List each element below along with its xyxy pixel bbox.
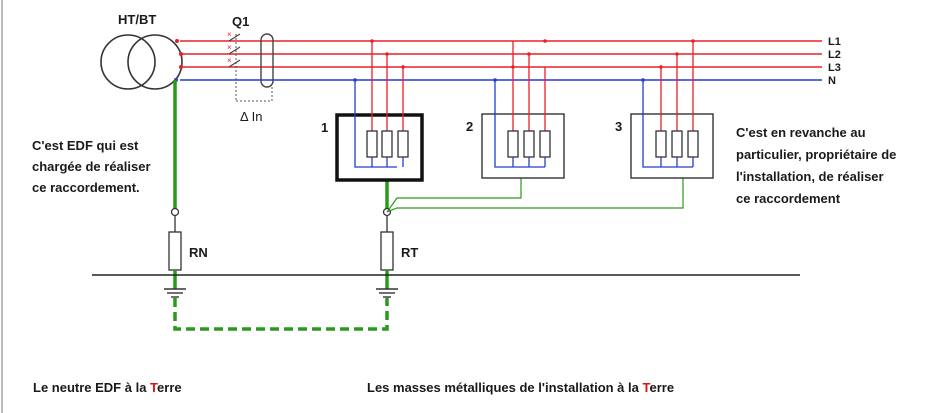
installation-earthing <box>376 178 684 298</box>
box3-node-l2 <box>675 52 679 56</box>
box2-neutral-path <box>494 80 545 168</box>
box1-enclosure <box>335 113 424 182</box>
transformer-primary-coil <box>100 34 156 90</box>
installation-box-3 <box>630 39 714 179</box>
box3-neutral-path <box>642 80 693 168</box>
breaker-q1: × × × <box>227 30 274 102</box>
box1-node-l3 <box>401 65 405 69</box>
box3-node-l3 <box>659 65 663 69</box>
caption-installation-earth: Les masses métalliques de l'installation… <box>367 380 674 395</box>
note-right-line-3: l'installation, de réaliser <box>736 169 884 184</box>
differential-toroid <box>260 33 274 88</box>
note-left-line-1: C'est EDF qui est <box>32 138 139 153</box>
box1-node-l1 <box>370 39 374 43</box>
note-left-line-2: chargée de réaliser <box>32 159 151 174</box>
transformer-terminal-l2 <box>179 52 183 56</box>
box2-node-l1 <box>543 39 547 43</box>
note-right-line-2: particulier, propriétaire de <box>736 147 896 162</box>
breaker-blade-l3 <box>228 59 241 68</box>
box1-label: 1 <box>321 120 328 135</box>
box2-load-2 <box>523 130 535 158</box>
caption-installation-earth-end: erre <box>649 380 674 395</box>
box2-node-l2 <box>527 52 531 56</box>
box2-node-l3 <box>511 65 515 69</box>
box3-node-l1 <box>691 39 695 43</box>
label-l1: L1 <box>828 36 841 48</box>
note-left-line-3: ce raccordement. <box>32 180 140 195</box>
box2-enclosure <box>481 113 565 179</box>
rn-terminal <box>170 207 180 217</box>
note-right-line-4: ce raccordement <box>736 191 841 206</box>
box3-load-1 <box>655 130 667 158</box>
pe-link-box2 <box>386 178 522 213</box>
transformer-terminal-l1 <box>175 39 179 43</box>
transformer-label: HT/BT <box>118 12 156 27</box>
box1-load-1 <box>366 130 378 158</box>
rn-label: RN <box>189 245 208 260</box>
box2-load-1 <box>507 130 519 158</box>
caption-neutral-earth-end: erre <box>157 380 182 395</box>
neutral-earthing <box>164 80 186 298</box>
note-right: C'est en revanche au particulier, propri… <box>736 125 896 206</box>
box1-load-2 <box>381 130 393 158</box>
label-l3: L3 <box>828 62 841 74</box>
installation-box-1 <box>335 39 424 182</box>
breaker-contact-l3: × <box>227 56 232 65</box>
installation-box-2 <box>481 39 565 179</box>
breaker-contact-l1: × <box>227 30 232 39</box>
caption-neutral-earth: Le neutre EDF à la Terre <box>33 380 182 395</box>
caption-installation-earth-highlight: T <box>642 380 650 395</box>
distribution-lines <box>180 40 822 81</box>
pe-link-box3 <box>386 178 684 213</box>
caption-neutral-earth-highlight: T <box>150 380 158 395</box>
box2-node-neutral <box>493 78 497 82</box>
rt-resistor <box>380 231 394 271</box>
breaker-blade-l1 <box>228 33 241 42</box>
caption-installation-earth-text: Les masses métalliques de l'installation… <box>367 380 642 395</box>
transformer-secondary-coil <box>127 34 183 90</box>
box1-node-l2 <box>385 52 389 56</box>
rt-label: RT <box>401 245 418 260</box>
earth-return-path <box>173 298 389 331</box>
caption-neutral-earth-text: Le neutre EDF à la <box>33 380 150 395</box>
box1-neutral-path <box>354 80 397 168</box>
box3-load-2 <box>671 130 683 158</box>
box2-label: 2 <box>466 119 473 134</box>
breaker-contact-l2: × <box>227 43 232 52</box>
breaker-blade-l2 <box>228 46 241 55</box>
note-right-line-1: C'est en revanche au <box>736 125 866 140</box>
note-left: C'est EDF qui est chargée de réaliser ce… <box>32 138 151 195</box>
differential-label: Δ In <box>240 109 262 124</box>
label-l2: L2 <box>828 49 841 61</box>
breaker-label: Q1 <box>232 14 249 29</box>
box1-node-neutral <box>353 78 357 82</box>
transformer-symbol <box>100 34 183 90</box>
box3-load-3 <box>687 130 699 158</box>
box3-node-neutral <box>641 78 645 82</box>
label-neutral: N <box>828 75 836 87</box>
box3-label: 3 <box>615 119 622 134</box>
box2-load-3 <box>539 130 551 158</box>
box1-load-3 <box>397 130 409 158</box>
rn-resistor <box>168 231 182 271</box>
transformer-terminal-l3 <box>179 65 183 69</box>
